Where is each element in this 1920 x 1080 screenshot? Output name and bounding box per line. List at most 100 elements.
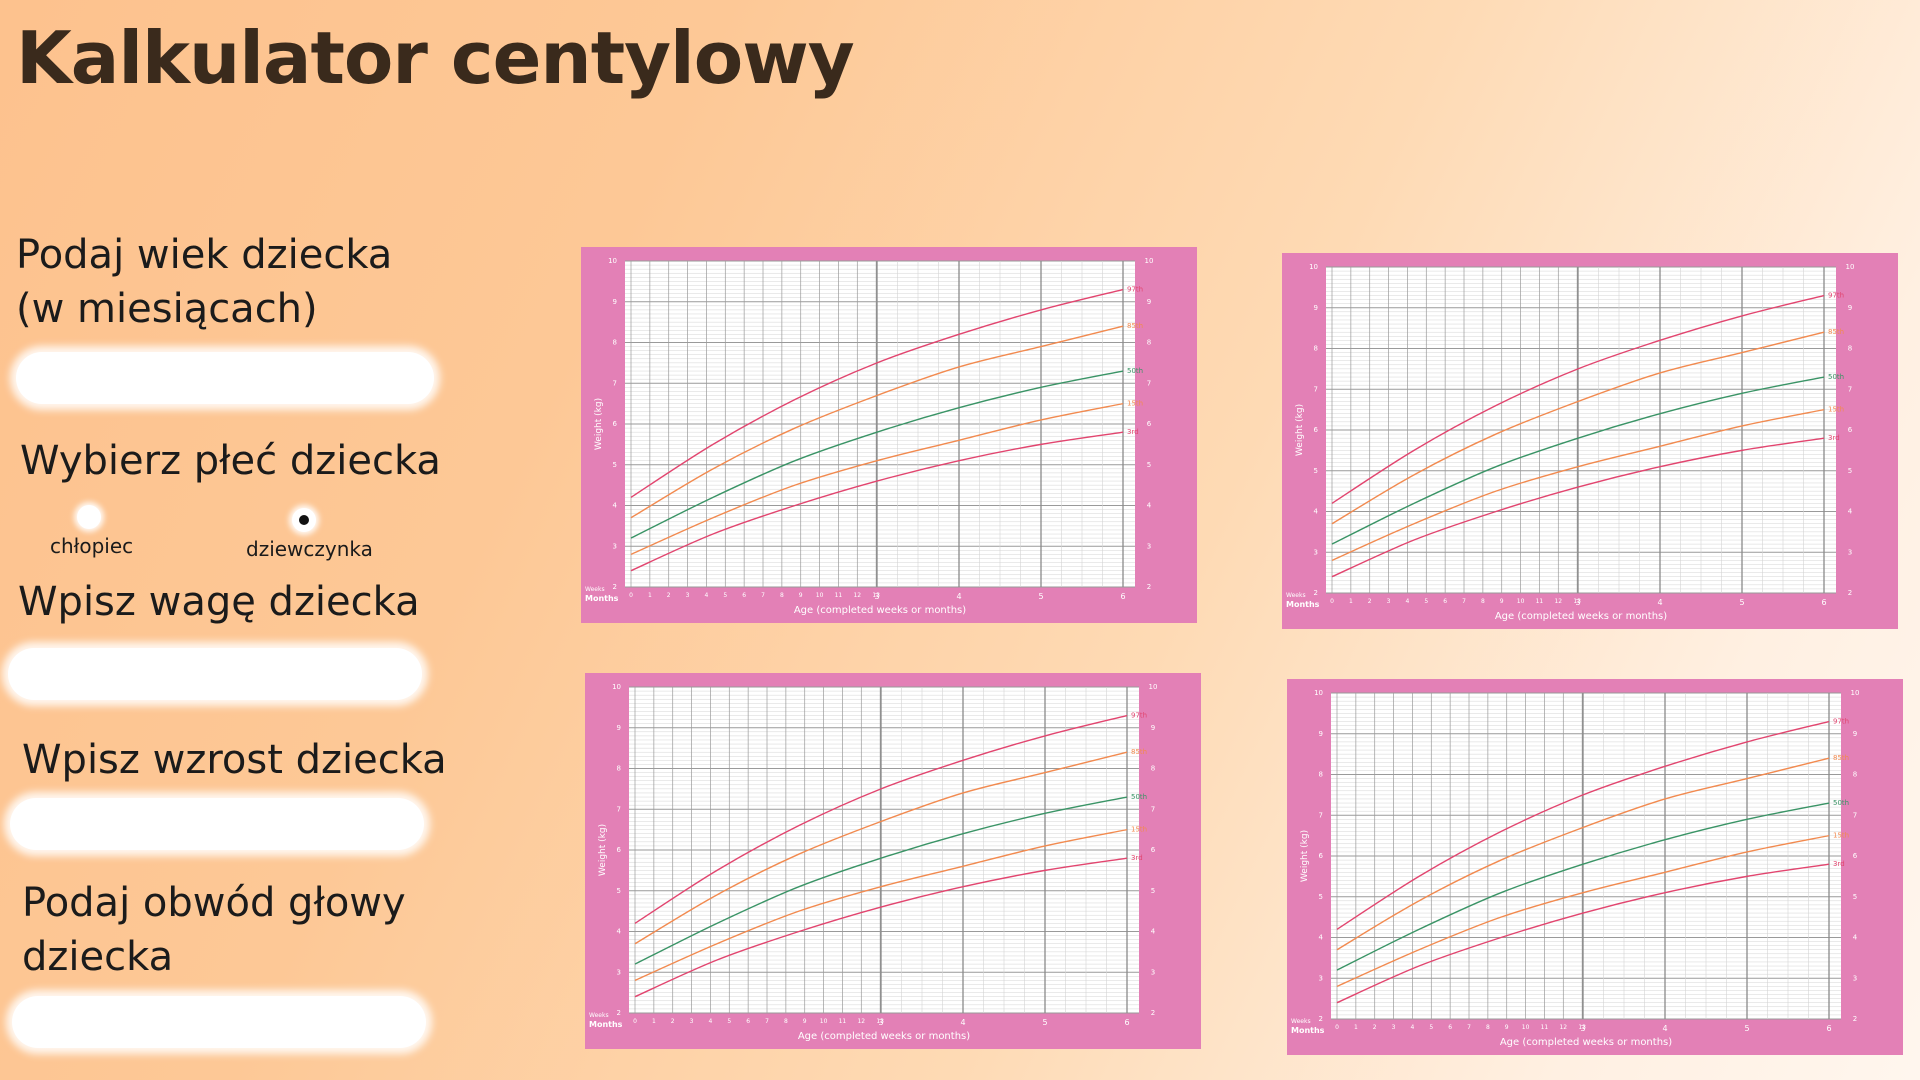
sex-label: Wybierz płeć dziecka <box>20 438 441 484</box>
y-tick-label: 10 <box>612 683 621 691</box>
y-tick-label: 3 <box>1319 974 1323 982</box>
week-tick-label: 6 <box>1448 1024 1452 1031</box>
series-label-50th: 50th <box>1127 367 1143 375</box>
series-label-3rd: 3rd <box>1828 434 1840 442</box>
radio-boy[interactable] <box>77 505 101 529</box>
y-tick-label-right: 5 <box>1853 893 1857 901</box>
y-tick-label: 3 <box>613 542 617 550</box>
series-line-97th <box>1336 720 1830 930</box>
y-tick-label-right: 9 <box>1848 304 1852 312</box>
series-line-50th <box>1331 376 1825 545</box>
y-tick-label: 8 <box>613 339 617 347</box>
week-tick-label: 2 <box>671 1018 675 1025</box>
month-tick-label: 6 <box>1120 592 1125 601</box>
week-tick-label: 7 <box>765 1018 769 1025</box>
y-tick-label: 9 <box>617 724 621 732</box>
height-input[interactable] <box>10 798 424 850</box>
week-tick-label: 13 <box>1578 1024 1586 1031</box>
week-tick-label: 3 <box>690 1018 694 1025</box>
week-tick-label: 2 <box>1368 598 1372 605</box>
week-tick-label: 2 <box>667 592 671 599</box>
week-tick-label: 2 <box>1373 1024 1377 1031</box>
radio-girl[interactable] <box>292 508 316 532</box>
week-tick-label: 8 <box>1481 598 1485 605</box>
y-tick-label-right: 4 <box>1147 502 1152 510</box>
x-axis-label: Age (completed weeks or months) <box>794 605 966 616</box>
y-tick-label-right: 2 <box>1848 589 1852 597</box>
y-tick-label-right: 2 <box>1147 583 1151 591</box>
age-input[interactable] <box>16 352 434 404</box>
month-tick-label: 4 <box>1657 598 1662 607</box>
y-tick-label-right: 8 <box>1848 345 1852 353</box>
week-tick-label: 10 <box>1522 1024 1530 1031</box>
y-tick-label-right: 10 <box>1851 689 1860 697</box>
week-tick-label: 3 <box>1387 598 1391 605</box>
week-tick-label: 12 <box>1554 598 1562 605</box>
y-tick-label-right: 3 <box>1147 542 1151 550</box>
weight-input[interactable] <box>8 648 422 700</box>
y-tick-label: 4 <box>613 502 618 510</box>
y-tick-label: 6 <box>1314 426 1319 434</box>
weight-label: Wpisz wagę dziecka <box>18 579 420 625</box>
week-tick-label: 11 <box>1541 1024 1549 1031</box>
week-tick-label: 9 <box>799 592 803 599</box>
y-tick-label-right: 9 <box>1147 298 1151 306</box>
week-tick-label: 6 <box>1443 598 1447 605</box>
y-tick-label: 7 <box>1319 811 1323 819</box>
week-tick-label: 10 <box>816 592 824 599</box>
y-tick-label: 2 <box>1314 589 1318 597</box>
series-label-15th: 15th <box>1833 832 1849 840</box>
y-tick-label-right: 4 <box>1848 508 1853 516</box>
y-tick-label-right: 7 <box>1151 805 1155 813</box>
series-label-85th: 85th <box>1127 322 1143 330</box>
y-tick-label-right: 10 <box>1149 683 1158 691</box>
series-label-3rd: 3rd <box>1131 854 1143 862</box>
y-tick-label-right: 5 <box>1147 461 1151 469</box>
y-tick-label-right: 2 <box>1853 1015 1857 1023</box>
series-label-97th: 97th <box>1127 286 1143 294</box>
week-tick-label: 9 <box>1505 1024 1509 1031</box>
week-tick-label: 0 <box>1330 598 1334 605</box>
y-tick-label: 2 <box>613 583 617 591</box>
series-line-50th <box>634 796 1128 965</box>
y-tick-label-right: 6 <box>1147 420 1152 428</box>
series-label-85th: 85th <box>1131 748 1147 756</box>
height-label: Wpisz wzrost dziecka <box>22 737 447 783</box>
head-input[interactable] <box>12 996 426 1048</box>
week-tick-label: 11 <box>839 1018 847 1025</box>
age-label: Podaj wiek dziecka (w miesiącach) <box>16 228 392 336</box>
month-tick-label: 6 <box>1826 1024 1831 1033</box>
y-tick-label-right: 6 <box>1151 846 1156 854</box>
week-tick-label: 6 <box>742 592 746 599</box>
y-tick-label: 2 <box>617 1009 621 1017</box>
y-tick-label: 5 <box>613 461 617 469</box>
series-line-3rd <box>630 431 1124 572</box>
week-tick-label: 4 <box>705 592 709 599</box>
y-tick-label: 4 <box>1314 508 1319 516</box>
weeks-row-label: Weeks <box>1286 592 1306 599</box>
y-tick-label-right: 4 <box>1151 928 1156 936</box>
week-tick-label: 12 <box>1559 1024 1567 1031</box>
week-tick-label: 13 <box>872 592 880 599</box>
series-label-97th: 97th <box>1131 712 1147 720</box>
age-label-line1: Podaj wiek dziecka <box>16 232 393 278</box>
month-tick-label: 5 <box>1739 598 1744 607</box>
month-tick-label: 4 <box>960 1018 965 1027</box>
y-tick-label: 8 <box>1314 345 1318 353</box>
y-tick-label: 9 <box>613 298 617 306</box>
y-tick-label-right: 5 <box>1151 887 1155 895</box>
week-tick-label: 11 <box>835 592 843 599</box>
week-tick-label: 9 <box>803 1018 807 1025</box>
y-tick-label-right: 7 <box>1147 379 1151 387</box>
week-tick-label: 7 <box>761 592 765 599</box>
week-tick-label: 9 <box>1500 598 1504 605</box>
series-line-97th <box>630 288 1124 498</box>
week-tick-label: 5 <box>1424 598 1428 605</box>
week-tick-label: 10 <box>1517 598 1525 605</box>
y-tick-label-right: 5 <box>1848 467 1852 475</box>
y-tick-label: 7 <box>1314 385 1318 393</box>
y-tick-label: 10 <box>608 257 617 265</box>
y-tick-label: 5 <box>617 887 621 895</box>
